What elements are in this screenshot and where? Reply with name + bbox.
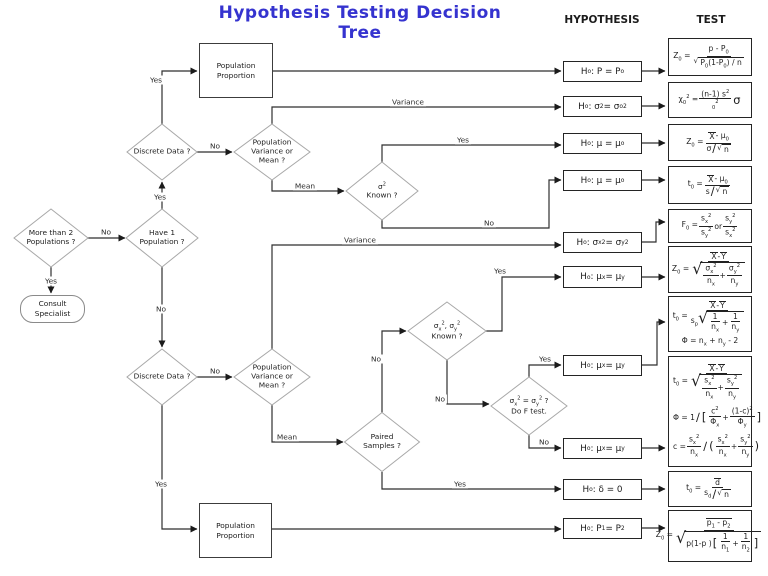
e-sigma2known-yes-label: Yes — [455, 135, 471, 145]
e-sigma2known-yes — [381, 141, 562, 163]
e-varmean2-variance — [271, 241, 562, 349]
diamond-paired-samples — [343, 411, 421, 473]
test-column-header: TEST — [696, 14, 726, 26]
diamond-sigmas-equal-f-test-label: σx2 = σy2 ?Do F test. — [509, 395, 549, 416]
e-varmean2-mean — [271, 405, 344, 446]
e-varmean2-mean-label: Mean — [274, 432, 300, 442]
e-paired-no-label: No — [368, 354, 384, 364]
hypothesis-column-header: HYPOTHESIS — [564, 14, 640, 26]
e-have1-no-label: No — [153, 304, 169, 314]
diamond-discrete-data-top — [126, 123, 198, 181]
diamond-discrete-data-bottom-label: Discrete Data ? — [133, 371, 191, 381]
test-z-proportion: Z0 = p - P0√P0(1-P0) / n — [668, 38, 752, 76]
e-paired-yes — [381, 472, 562, 493]
e-morethan2-no-label: No — [98, 227, 114, 237]
e-varmean1-mean — [271, 180, 345, 195]
diamond-have-1-population — [125, 208, 199, 268]
e-h7-t7 — [642, 318, 666, 366]
e-sigma2known-no — [381, 176, 562, 229]
diamond-sigmas-equal-f-test — [490, 376, 568, 436]
e-ftest-yes-label: Yes — [537, 354, 553, 364]
e-discrete2-yes-label: Yes — [153, 479, 169, 489]
e-varmean1-mean-label: Mean — [292, 181, 318, 191]
diamond-pop-variance-or-mean-top — [233, 123, 311, 181]
e-discrete2-no-label: No — [207, 366, 223, 376]
diamond-discrete-data-bottom — [126, 348, 198, 406]
diamond-discrete-data-top-label: Discrete Data ? — [133, 146, 191, 156]
e-sigma2known-no-label: No — [481, 218, 497, 228]
e-discrete2-yes — [161, 405, 198, 533]
e-varmean2-variance-label: Variance — [342, 235, 378, 245]
diamond-more-than-2-populations — [13, 208, 89, 268]
e-ftest-no-label: No — [536, 437, 552, 447]
e-sigmasknown-no-label: No — [432, 394, 448, 404]
e-paired-no — [381, 327, 407, 413]
diamond-pop-variance-or-mean-bottom — [233, 348, 311, 406]
e-morethan2-yes-label: Yes — [43, 276, 59, 286]
e-paired-yes-label: Yes — [452, 479, 468, 489]
e-ftest-no — [528, 435, 562, 452]
e-ftest-yes — [528, 361, 562, 377]
diamond-sigmas-known — [407, 301, 487, 361]
diamond-sigma2-known — [345, 161, 419, 221]
e-discrete1-no-label: No — [207, 141, 223, 151]
e-have1-yes-label: Yes — [152, 192, 168, 202]
e-varmean1-variance — [271, 103, 562, 124]
page-title: Hypothesis Testing Decision Tree — [150, 3, 570, 43]
e-h5-t5 — [642, 218, 666, 243]
page-title-line2: Tree — [338, 22, 382, 43]
e-sigmasknown-yes — [486, 273, 562, 332]
e-discrete1-yes-label: Yes — [148, 75, 164, 85]
e-sigmasknown-yes-label: Yes — [492, 266, 508, 276]
page-title-line1: Hypothesis Testing Decision — [218, 3, 502, 23]
e-varmean1-variance-label: Variance — [390, 97, 426, 107]
e-sigmasknown-no — [446, 360, 490, 408]
e-discrete1-yes — [161, 67, 198, 124]
